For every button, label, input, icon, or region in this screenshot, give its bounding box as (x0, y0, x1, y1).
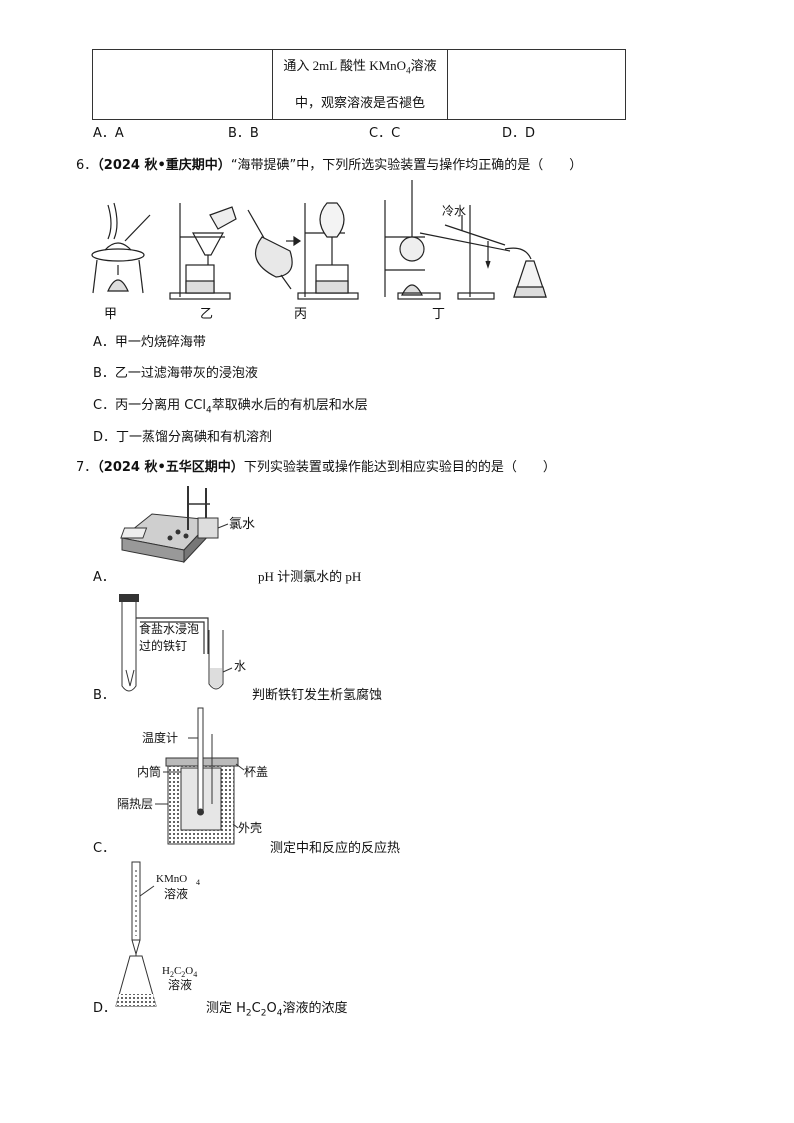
q7-a-caption: pH 计测氯水的 pH (258, 569, 362, 584)
q6-stem: 6．（2024 秋•重庆期中）“海带提碘”中，下列所选实验装置与操作均正确的是（… (76, 154, 582, 173)
q5-option-d[interactable]: D．D (502, 126, 536, 141)
q7-option-a[interactable]: A． (93, 570, 115, 585)
q7-b-corrosion-figure: 食盐水浸泡 过的铁钉 水 (119, 594, 246, 692)
answer-table-fragment: 通入 2mL 酸性 KMnO4溶液 中，观察溶液是否褪色 (91, 49, 627, 120)
label-kmno4-sub: 4 (196, 878, 200, 887)
q6-option-b[interactable]: B．乙一过滤海带灰的浸泡液 (93, 366, 258, 381)
q7-d-caption: 测定 H2C2O4溶液的浓度 (206, 1001, 348, 1019)
q7-option-d[interactable]: D． (93, 1001, 117, 1016)
table-cell-description: 通入 2mL 酸性 KMnO4溶液 中，观察溶液是否褪色 (272, 49, 448, 120)
label-lid: 杯盖 (244, 765, 268, 779)
q7-stem-text: 下列实验装置或操作能达到相应实验目的的是（ ） (243, 460, 556, 475)
label-insulation: 隔热层 (117, 797, 153, 811)
q7-stem: 7．（2024 秋•五华区期中）下列实验装置或操作能达到相应实验目的的是（ ） (76, 456, 556, 475)
label-ding: 丁 (432, 307, 445, 322)
cell-text-line1: 通入 2mL 酸性 KMnO (283, 58, 407, 73)
label-chlorine-water: 氯水 (229, 517, 255, 532)
table-cell-empty-right (446, 49, 627, 120)
table-cell-empty-left (91, 49, 274, 120)
cell-text-line1-end: 溶液 (410, 58, 437, 73)
q6-option-c[interactable]: C．丙一分离用 CCl4萃取碘水后的有机层和水层 (93, 394, 368, 416)
q5-option-c[interactable]: C．C (369, 126, 401, 141)
q7-option-c[interactable]: C． (93, 841, 116, 856)
apparatus-bing (247, 202, 359, 300)
cold-water-label: 冷水 (442, 204, 466, 218)
q7-b-caption: 判断铁钉发生析氢腐蚀 (252, 688, 383, 703)
label-jia: 甲 (104, 307, 117, 322)
label-inner-cylinder: 内筒 (137, 764, 161, 779)
q6-apparatus-figure: 冷水 甲 乙 丙 丁 (91, 180, 547, 322)
q6-stem-text: “海带提碘”中，下列所选实验装置与操作均正确的是（ ） (230, 158, 583, 173)
label-thermometer: 温度计 (142, 730, 178, 745)
q7-d-titration-figure: KMnO 4 溶液 H2C2O4 溶液 (115, 861, 200, 1007)
apparatus-yi (169, 203, 237, 300)
q7-source: （2024 秋•五华区期中） (97, 460, 244, 475)
q6-option-c-text: C．丙一分离用 CCl (93, 398, 206, 413)
q5-option-b[interactable]: B．B (228, 126, 259, 141)
q7-c-calorimeter-figure: 温度计 内筒 杯盖 隔热层 外壳 (117, 707, 268, 845)
label-shell: 外壳 (238, 821, 262, 835)
label-yi: 乙 (200, 307, 213, 322)
q6-option-c-end: 萃取碘水后的有机层和水层 (211, 398, 368, 413)
q6-option-a[interactable]: A．甲一灼烧碎海带 (93, 335, 206, 350)
label-nail-2: 过的铁钉 (139, 638, 187, 653)
q7-d-caption-post: 溶液的浓度 (282, 1001, 348, 1016)
q7-c-caption: 测定中和反应的反应热 (270, 841, 401, 856)
label-h2c2o4-formula: H2C2O4 (162, 965, 197, 979)
q7-a-ph-meter-figure: 氯水 (120, 486, 255, 564)
q6-number: 6． (76, 158, 98, 173)
q7-number: 7． (76, 460, 98, 475)
label-h2c2o4-solution: 溶液 (168, 977, 192, 992)
label-water: 水 (234, 659, 246, 673)
label-kmno4-solution: 溶液 (164, 886, 188, 901)
apparatus-jia (91, 202, 151, 294)
cell-text-line2: 中，观察溶液是否褪色 (294, 94, 425, 110)
q7-option-b[interactable]: B． (93, 688, 115, 703)
apparatus-ding (384, 180, 547, 300)
q6-option-c-sub: 4 (205, 405, 212, 416)
q7-d-caption-pre: 测定 H (206, 1001, 246, 1016)
label-bing: 丙 (294, 307, 307, 322)
q6-source: （2024 秋•重庆期中） (97, 158, 231, 173)
label-kmno4: KMnO (156, 873, 187, 885)
q5-option-a[interactable]: A．A (93, 126, 124, 141)
q6-option-d[interactable]: D．丁一蒸馏分离碘和有机溶剂 (93, 430, 273, 445)
label-nail-1: 食盐水浸泡 (139, 621, 199, 636)
cell-text-sub: 4 (406, 65, 411, 76)
